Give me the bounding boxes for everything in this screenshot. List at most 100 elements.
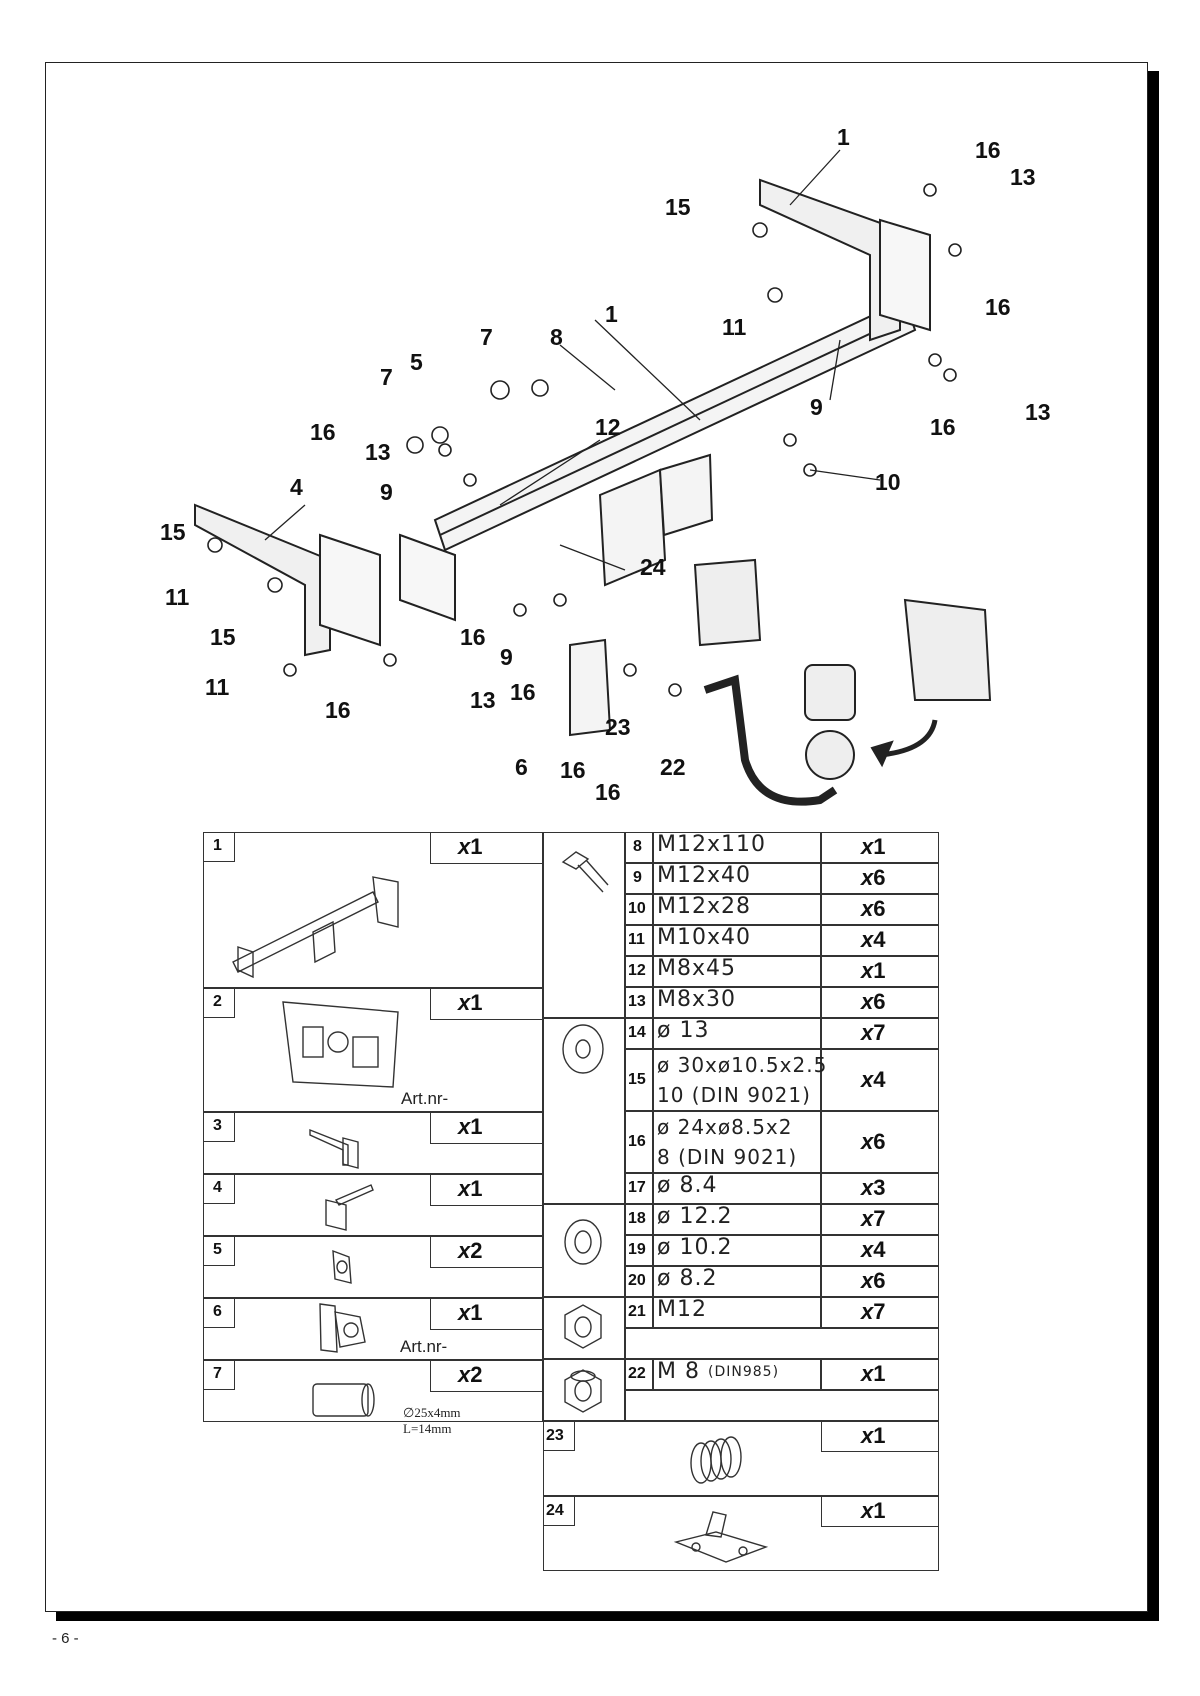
spacer-tube-icon [312,1383,375,1417]
hardware-qty: x3 [861,1175,886,1200]
hardware-number: 19 [628,1241,646,1258]
hardware-number: 20 [628,1272,646,1289]
hardware-qty: x1 [861,834,886,859]
part-qty: x1 [458,1114,483,1139]
bolt-icon [561,851,609,893]
spring-washer-icon [564,1219,602,1265]
callout-23: 23 [605,714,631,740]
hardware-number: 11 [628,931,645,948]
part-qty: x1 [458,1176,483,1201]
hardware-qty: x1 [861,1423,886,1448]
hardware-qty: x6 [861,896,886,921]
hardware-number: 22 [628,1365,646,1382]
callout-15: 15 [665,194,691,220]
part-number: 4 [213,1179,222,1196]
hardware-number: 12 [628,962,646,979]
hardware-qty: x4 [861,927,886,952]
hardware-spec-note: (DIN985) [708,1364,780,1380]
hardware-qty: x6 [861,1129,886,1154]
callout-24: 24 [640,554,666,580]
hardware-spec: ø 13 [657,1018,710,1043]
part-qty: x2 [458,1362,483,1387]
callout-7: 7 [480,324,493,350]
callout-15b: 15 [160,519,186,545]
hardware-qty: x1 [861,1361,886,1386]
socket-plate-icon [319,1303,366,1353]
spring-icon [690,1436,742,1484]
callout-16f: 16 [510,679,536,705]
hardware-spec: ø 8.4 [657,1173,718,1198]
hardware-qty: x6 [861,865,886,890]
left-side-bracket-icon [325,1184,374,1231]
callout-6: 6 [515,754,528,780]
callout-12: 12 [595,414,621,440]
callout-11b: 11 [165,584,190,610]
part-number: 6 [213,1303,222,1320]
part-qty: x1 [458,1300,483,1325]
callout-16e: 16 [460,624,486,650]
callout-13b: 13 [1025,399,1051,425]
callout-3: 1 [837,124,850,150]
callout-16i: 16 [595,779,621,805]
hardware-spec-din: 8 (DIN 9021) [657,1145,798,1169]
callout-16b: 16 [985,294,1011,320]
hardware-number: 13 [628,993,646,1010]
part-number: 3 [213,1117,222,1134]
part-dimensions-note: ∅25x4mm L=14mm [403,1405,461,1436]
hardware-spec: M12x40 [657,863,751,888]
callout-16c: 16 [930,414,956,440]
hardware-spec-din: 10 (DIN 9021) [657,1083,811,1107]
part-number: 1 [213,837,222,854]
hardware-spec: M12 [657,1297,707,1322]
page-number: - 6 - [52,1630,79,1647]
hardware-spec: M8x45 [657,956,736,981]
hardware-qty: x7 [861,1299,886,1324]
hardware-spec: ø 24xø8.5x2 [657,1115,793,1139]
hardware-qty: x1 [861,1498,886,1523]
part-number: 7 [213,1365,222,1382]
wiring-kit-icon [282,1001,399,1088]
callout-15c: 15 [210,624,236,650]
hardware-number: 10 [628,900,646,917]
exploded-assembly-diagram: 1 16 13 15 11 1 8 7 5 7 16 9 16 13 12 16… [160,124,1051,806]
callout-5: 5 [410,349,423,375]
callout-13c: 13 [365,439,391,465]
hardware-qty: x6 [861,989,886,1014]
callout-10: 10 [875,469,901,495]
hardware-qty: x6 [861,1268,886,1293]
hardware-number: 21 [628,1303,646,1320]
callout-16g: 16 [325,697,351,723]
callout-13: 13 [1010,164,1036,190]
callout-11: 11 [722,314,747,340]
hardware-spec: M10x40 [657,925,751,950]
hardware-qty: x4 [861,1067,886,1092]
hardware-number: 24 [546,1502,564,1519]
callout-22: 22 [660,754,686,780]
callout-9: 9 [810,394,823,420]
hardware-number: 15 [628,1071,646,1088]
hardware-spec: M12x110 [657,832,766,857]
callout-9b: 9 [380,479,393,505]
hardware-number: 18 [628,1210,646,1227]
hardware-qty: x7 [861,1020,886,1045]
callout-11c: 11 [205,674,230,700]
hardware-number: 23 [546,1427,564,1444]
hardware-qty: x1 [861,958,886,983]
hardware-number: 8 [633,838,642,855]
hardware-spec: ø 10.2 [657,1235,733,1260]
right-side-bracket-icon [309,1128,359,1169]
hardware-number: 16 [628,1133,646,1150]
hardware-number: 17 [628,1179,646,1196]
callout-8: 8 [550,324,563,350]
callout-16d: 16 [310,419,336,445]
callout-13d: 13 [470,687,496,713]
callout-4: 4 [290,474,303,500]
hardware-number: 14 [628,1024,646,1041]
spacer-plate-icon [332,1249,352,1284]
callout-16: 16 [975,137,1001,163]
hardware-qty: x4 [861,1237,886,1262]
hardware-spec: ø 30xø10.5x2.5 [657,1053,828,1077]
hardware-spec: M12x28 [657,894,751,919]
callout-16h: 16 [560,757,586,783]
washer-icon [562,1024,604,1074]
